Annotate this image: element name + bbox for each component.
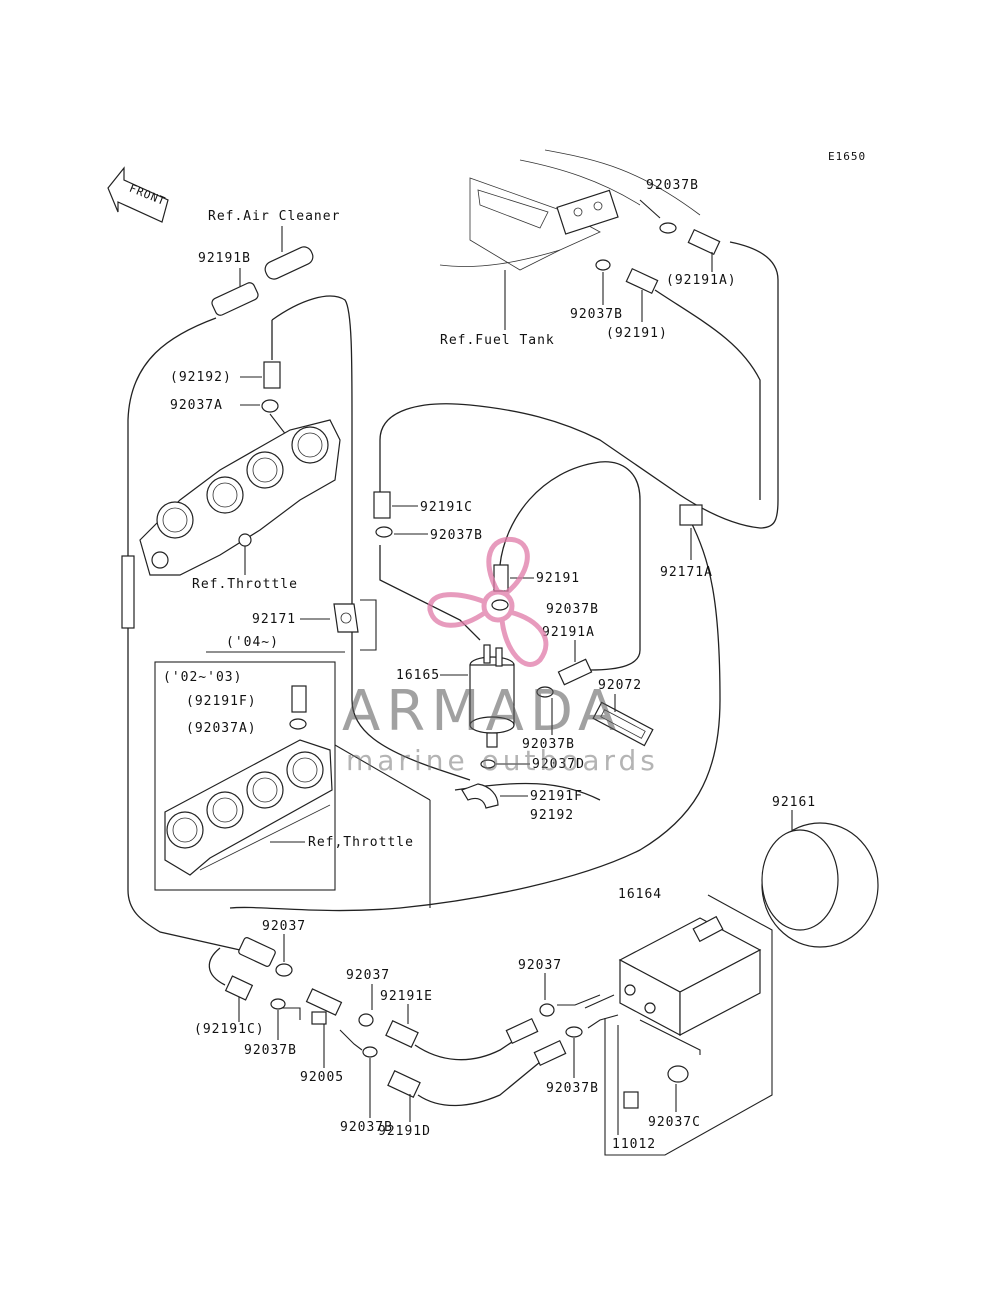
label-92037a: 92037A <box>170 398 223 413</box>
watermark-tagline: marine outboards <box>346 744 659 777</box>
watermark-brand: ARMADA <box>342 679 622 744</box>
clamp-92171 <box>333 603 359 633</box>
clamp-92037b-bm <box>362 1046 378 1058</box>
watermark: ARMADA marine outboards <box>342 536 659 777</box>
label-92037b-low: 92037B <box>522 737 575 752</box>
clamp-92037c <box>667 1065 689 1083</box>
clamp-92037-mid <box>358 1013 374 1027</box>
clamp-92037b-bl <box>270 998 286 1010</box>
label-92037-left: 92037 <box>262 919 306 934</box>
label-92191f-box: (92191F) <box>186 694 257 709</box>
fuel-tank-ref <box>439 149 701 330</box>
label-92191e: 92191E <box>380 989 433 1004</box>
label-92191b: 92191B <box>198 251 251 266</box>
hose-92191-tank <box>625 267 659 322</box>
hose-92191f <box>461 783 499 809</box>
label-92037-mid: 92037 <box>346 968 390 983</box>
clamp-92037d <box>480 759 496 769</box>
clamp-92037b-br <box>565 1026 583 1038</box>
hose-11012 <box>623 1091 639 1109</box>
ref-air-cleaner-label: Ref.Air Cleaner <box>208 209 340 224</box>
clamp-92037b-pump <box>491 599 509 611</box>
gasket-92072 <box>592 701 654 747</box>
clamp-92037b-low <box>536 686 554 698</box>
clamp-92037b-mid <box>375 526 393 538</box>
label-11012: 11012 <box>612 1137 656 1152</box>
hose-92191a-top <box>687 228 721 272</box>
label-92072: 92072 <box>598 678 642 693</box>
tee-92005 <box>305 988 343 1025</box>
label-92037-right: 92037 <box>518 958 562 973</box>
label-16164: 16164 <box>618 887 662 902</box>
canister-16164 <box>618 915 762 1036</box>
hose-92191b <box>211 268 259 316</box>
label-92191c-bot: (92191C) <box>194 1022 265 1037</box>
clamp-92171a <box>679 504 703 560</box>
label-92037d: 92037D <box>532 757 585 772</box>
label-92037a-box: (92037A) <box>186 721 257 736</box>
hose-92191d <box>387 1070 421 1098</box>
clamp-92037b-top <box>639 199 677 234</box>
hose-joint-d <box>533 1039 567 1067</box>
cover-92161 <box>761 810 879 948</box>
hose-upper-left <box>238 937 276 967</box>
label-92191-mid: 92191 <box>536 571 580 586</box>
label-92171: 92171 <box>252 612 296 627</box>
clamp-92037-left <box>275 963 293 977</box>
hose-92191f-box <box>291 685 307 713</box>
ref-throttle-top-label: Ref.Throttle <box>192 577 298 592</box>
clamp-92037a <box>261 399 279 413</box>
label-92037b-mid: 92037B <box>430 528 483 543</box>
clamp-92037a-box <box>289 718 307 730</box>
air-cleaner-fitting <box>264 226 314 280</box>
diagram-code: E1650 <box>828 150 866 163</box>
propeller-logo-icon <box>427 536 549 667</box>
label-92191c-mid: 92191C <box>420 500 473 515</box>
throttle-body-bottom <box>164 739 333 876</box>
label-92037b-pump: 92037B <box>546 602 599 617</box>
label-92191-tank: (92191) <box>606 326 668 341</box>
hose-92191e <box>385 1020 419 1048</box>
label-92192-low: 92192 <box>530 808 574 823</box>
label-92037b-br: 92037B <box>546 1081 599 1096</box>
ref-fuel-tank-label: Ref.Fuel Tank <box>440 333 555 348</box>
label-92037b-tank: 92037B <box>570 307 623 322</box>
label-92037b-top: 92037B <box>646 178 699 193</box>
ref-throttle-bottom-label: Ref,Throttle <box>308 835 414 850</box>
throttle-body-top <box>139 419 341 576</box>
hose-92192 <box>263 361 281 389</box>
front-arrow-icon: FRONT <box>107 166 169 223</box>
label-year-02-03: ('02~'03) <box>163 670 242 685</box>
label-92192: (92192) <box>170 370 232 385</box>
label-92191a-top: (92191A) <box>666 273 737 288</box>
label-92037c: 92037C <box>648 1115 701 1130</box>
hose-joint-e <box>505 1017 539 1045</box>
label-92191d: 92191D <box>378 1124 431 1139</box>
label-92037b-bm: 92037B <box>340 1120 393 1135</box>
label-92005: 92005 <box>300 1070 344 1085</box>
hose-joint-left <box>121 555 135 629</box>
clamp-92037b-tank <box>595 259 611 305</box>
hose-92191c-mid <box>373 491 391 519</box>
label-92037b-bl: 92037B <box>244 1043 297 1058</box>
label-92191f: 92191F <box>530 789 583 804</box>
label-92171a: 92171A <box>660 565 713 580</box>
label-16165: 16165 <box>396 668 440 683</box>
hose-92191a-pump <box>557 658 593 686</box>
fuel-pump-16165 <box>469 644 515 748</box>
label-year-04: ('04~) <box>226 635 279 650</box>
label-92191a-pump: 92191A <box>542 625 595 640</box>
hose-92191c-bot <box>224 975 254 1001</box>
clamp-92037-right <box>539 1003 555 1017</box>
box-02-03 <box>154 661 336 891</box>
label-92161: 92161 <box>772 795 816 810</box>
